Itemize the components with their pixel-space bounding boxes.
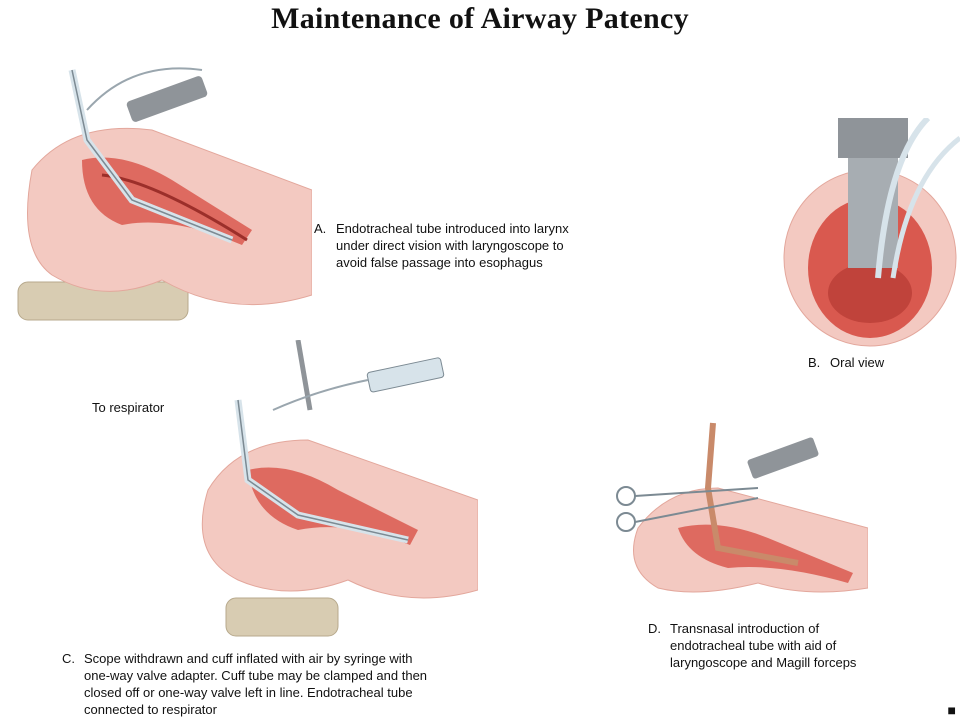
caption-b: B. Oral view xyxy=(808,354,948,371)
caption-a-letter: A. xyxy=(314,221,327,236)
caption-b-letter: B. xyxy=(808,355,821,370)
caption-d: D. Transnasal introduction of endotrache… xyxy=(648,620,948,671)
respirator-label: To respirator xyxy=(92,400,165,415)
illustration-b xyxy=(778,118,960,348)
page-title: Maintenance of Airway Patency xyxy=(271,2,689,35)
caption-b-text: Oral view xyxy=(830,355,885,370)
illustration-c xyxy=(178,340,478,640)
caption-c-text: Scope withdrawn and cuff inflated with a… xyxy=(84,651,428,717)
caption-c: C. Scope withdrawn and cuff inflated wit… xyxy=(62,650,462,718)
caption-a-text: Endotracheal tube introduced into larynx… xyxy=(336,221,569,270)
illustration-a xyxy=(12,50,312,330)
caption-c-letter: C. xyxy=(62,651,75,666)
caption-a: A. Endotracheal tube introduced into lar… xyxy=(314,220,654,271)
illustration-d xyxy=(608,418,868,598)
corner-mark: ■ xyxy=(947,702,956,718)
caption-d-letter: D. xyxy=(648,621,661,636)
caption-d-text: Transnasal introduction of endotracheal … xyxy=(670,621,857,670)
